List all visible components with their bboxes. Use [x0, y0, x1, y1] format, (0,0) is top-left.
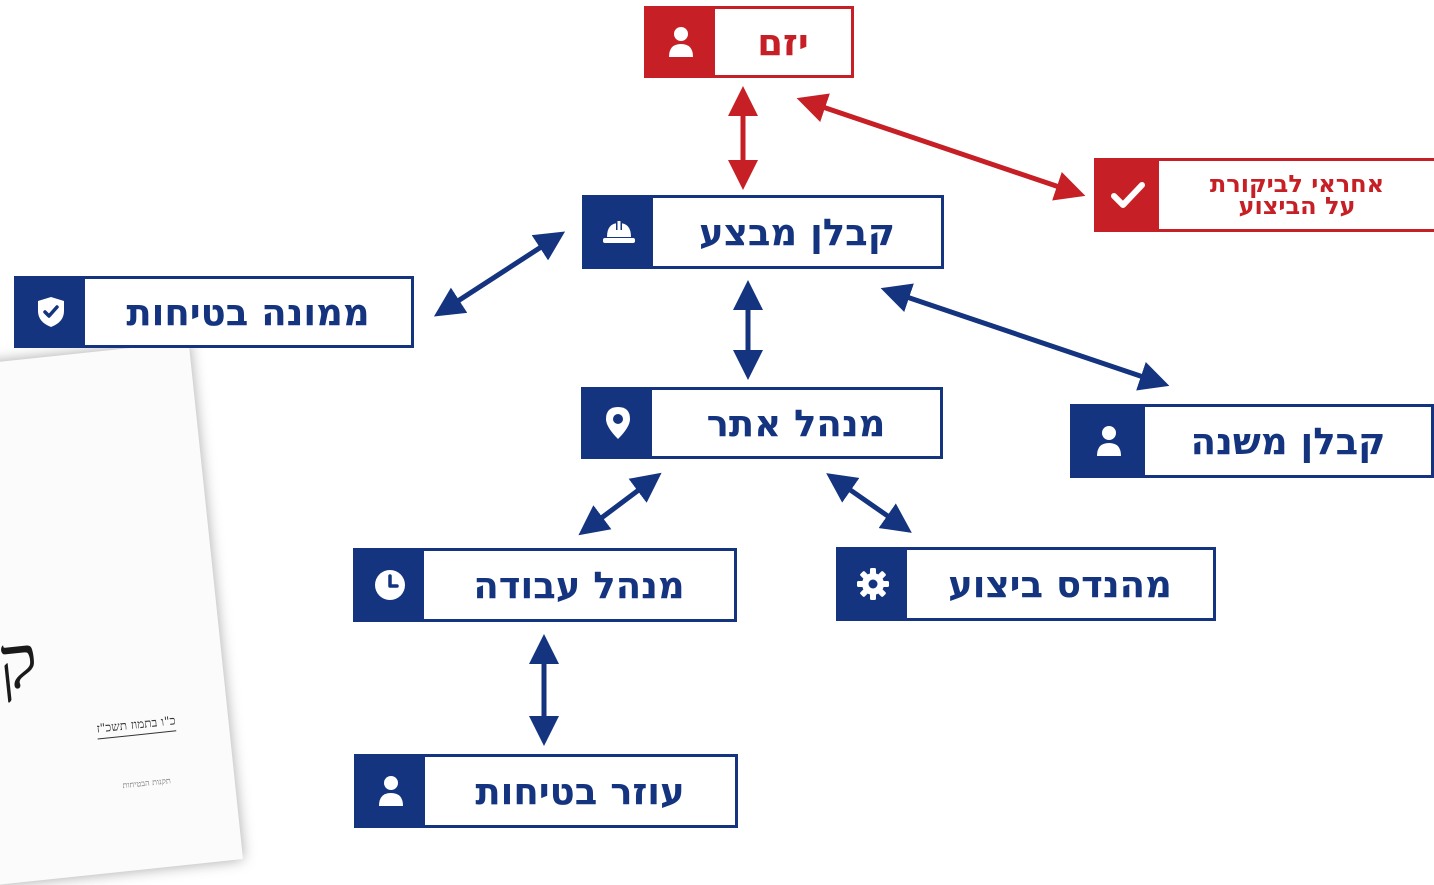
location-pin-icon: [584, 390, 652, 456]
hard-hat-icon: [585, 198, 653, 266]
node-site-manager-label: מנהל אתר: [706, 401, 886, 445]
node-developer: יזם: [644, 6, 854, 78]
user-icon: [357, 757, 425, 825]
node-execution-engineer-label: מהנדס ביצוע: [948, 562, 1172, 606]
node-safety-officer-label: ממונה בטיחות: [126, 290, 370, 334]
shield-check-icon: [17, 279, 85, 345]
node-execution-control: אחראי לביקורת על הביצוע: [1094, 158, 1434, 232]
clock-icon: [356, 551, 424, 619]
node-site-manager: מנהל אתר: [581, 387, 943, 459]
node-safety-officer: ממונה בטיחות: [14, 276, 414, 348]
node-execution-engineer: מהנדס ביצוע: [836, 547, 1216, 621]
checkmark-icon: [1097, 161, 1159, 229]
node-main-contractor: קבלן מבצע: [582, 195, 944, 269]
arrow-site-manager-execution-engineer: [826, 473, 912, 533]
node-safety-assistant-label: עוזר בטיחות: [475, 769, 685, 813]
node-subcontractor-label: קבלן משנה: [1190, 419, 1386, 463]
node-work-manager-label: מנהל עבודה: [473, 563, 685, 607]
connection-arrows: [433, 86, 1170, 746]
user-icon: [647, 9, 715, 75]
user-icon: [1073, 407, 1145, 475]
arrow-yazam-execution-control: [796, 93, 1086, 201]
gear-icon: [839, 550, 907, 618]
node-work-manager: מנהל עבודה: [353, 548, 737, 622]
node-safety-assistant: עוזר בטיחות: [354, 754, 738, 828]
execution-control-line-1: אחראי לביקורת: [1209, 170, 1385, 198]
arrow-main-contractor-safety-officer: [433, 231, 566, 317]
execution-control-line-2: על הביצוע: [1238, 192, 1356, 220]
node-developer-label: יזם: [757, 20, 809, 64]
arrow-site-manager-work-manager: [578, 472, 662, 536]
arrow-main-contractor-subcontractor: [880, 283, 1170, 391]
node-main-contractor-label: קבלן מבצע: [699, 210, 895, 254]
node-subcontractor: קבלן משנה: [1070, 404, 1434, 478]
node-execution-control-label: אחראי לביקורת על הביצוע: [1159, 161, 1434, 229]
